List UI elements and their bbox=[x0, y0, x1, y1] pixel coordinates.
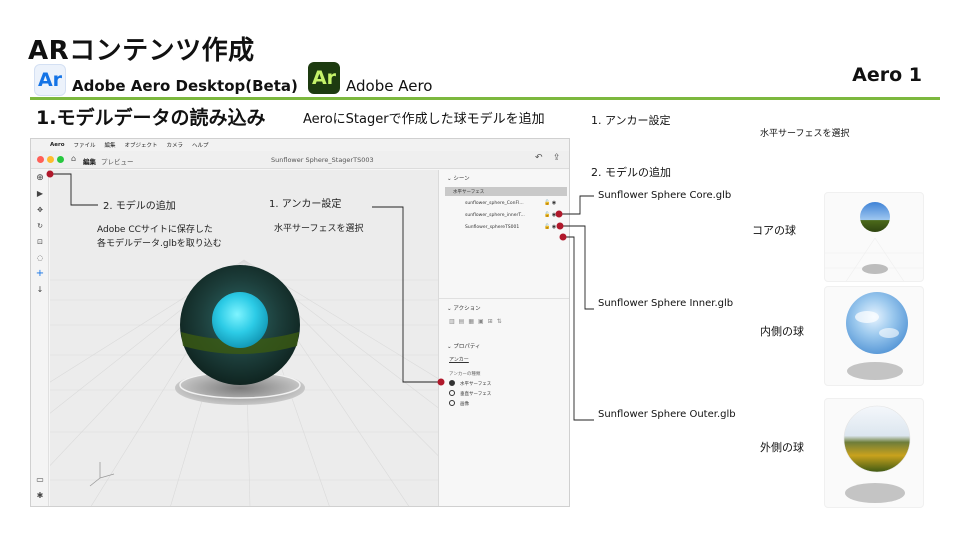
scene-header[interactable]: ⌄ シーン bbox=[447, 176, 470, 182]
scale-tool-icon[interactable]: ⊡ bbox=[37, 238, 43, 246]
layer-row-outer[interactable]: Sunflower_sphereTS001 🔓 ◉ bbox=[445, 223, 567, 232]
leader-inner bbox=[560, 225, 594, 310]
annotation-horizontal-surface: 水平サーフェスを選択 bbox=[274, 224, 364, 234]
home-icon[interactable]: ⌂ bbox=[71, 154, 77, 163]
model-label-inner: 内側の球 bbox=[760, 325, 804, 338]
add-content-icon[interactable]: ⊕ bbox=[36, 173, 44, 183]
orbit-tool-icon[interactable]: ◌ bbox=[36, 254, 44, 262]
slide-badge: Aero 1 bbox=[852, 64, 922, 86]
annotation-anchor-setting: 1. アンカー設定 bbox=[269, 199, 342, 210]
marker-inner bbox=[556, 222, 564, 230]
leader-core bbox=[559, 195, 594, 215]
section-note: AeroにStagerで作成した球モデルを追加 bbox=[303, 112, 545, 127]
zoom-window-button[interactable] bbox=[57, 156, 64, 163]
model-file-core: Sunflower Sphere Core.glb bbox=[598, 190, 732, 201]
slide-title: ARコンテンツ作成 bbox=[28, 36, 255, 66]
property-header[interactable]: ⌄ プロパティ bbox=[447, 344, 481, 350]
viewport-scene bbox=[50, 259, 438, 506]
leader-outer bbox=[563, 236, 594, 421]
annotation-add-model: 2. モデルの追加 bbox=[103, 201, 176, 212]
lock-eye-icons[interactable]: 🔓 ◉ bbox=[544, 200, 557, 206]
annotation-cc-note: Adobe CCサイトに保存した 各モデルデータ.glbを取り込む bbox=[97, 223, 222, 251]
model-file-outer: Sunflower Sphere Outer.glb bbox=[598, 409, 736, 420]
header-divider bbox=[30, 97, 940, 100]
close-window-button[interactable] bbox=[37, 156, 44, 163]
preview-outer-sphere bbox=[824, 398, 924, 508]
anchor-layer-label: 水平サーフェス bbox=[453, 190, 485, 195]
section-heading: 1.モデルデータの読み込み bbox=[36, 107, 266, 129]
mac-menubar: Aero ファイル 編集 オブジェクト カメラ ヘルプ bbox=[31, 139, 569, 151]
right-panel: ⌄ シーン 水平サーフェス sunflower_sphere_ConFl... … bbox=[438, 170, 569, 506]
anchor-layer-row[interactable]: 水平サーフェス bbox=[445, 187, 567, 196]
inner-sphere bbox=[212, 292, 268, 348]
lock-eye-icons[interactable]: 🔓 ◉ bbox=[544, 212, 557, 218]
aero-beta-app-name: Adobe Aero Desktop(Beta) bbox=[72, 77, 298, 95]
layer-name-outer: Sunflower_sphereTS001 bbox=[465, 225, 520, 230]
layer-row-inner[interactable]: sunflower_sphere_innerT... 🔓 ◉ bbox=[445, 211, 567, 220]
property-anchor-tab[interactable]: アンカー bbox=[449, 357, 469, 363]
move-tool-icon[interactable]: ✥ bbox=[37, 206, 43, 214]
anchor-option-label: 画像 bbox=[460, 402, 469, 407]
undo-icon[interactable]: ↶ bbox=[535, 153, 543, 163]
layer-name-inner: sunflower_sphere_innerT... bbox=[465, 213, 525, 218]
core-sphere-image bbox=[825, 202, 923, 281]
inner-sphere-image bbox=[846, 292, 908, 380]
anchor-type-label: アンカーの種類 bbox=[449, 372, 481, 377]
document-title: Sunflower Sphere_StagerTS003 bbox=[271, 156, 374, 164]
tab-edit[interactable]: 編集 bbox=[83, 158, 96, 166]
walk-icon[interactable]: ✱ bbox=[36, 491, 44, 500]
tab-preview[interactable]: プレビュー bbox=[101, 158, 134, 166]
menu-file[interactable]: ファイル bbox=[73, 143, 96, 149]
share-icon[interactable]: ⇪ bbox=[553, 153, 561, 163]
aero-app-icon: Ar bbox=[308, 62, 340, 94]
window-titlebar: ⌂ 編集 プレビュー Sunflower Sphere_StagerTS003 … bbox=[31, 151, 569, 169]
side-step-anchor-detail: 水平サーフェスを選択 bbox=[760, 129, 850, 139]
anchor-option-label: 水平サーフェス bbox=[460, 382, 492, 387]
cc-note-line2: 各モデルデータ.glbを取り込む bbox=[97, 239, 222, 249]
model-file-inner: Sunflower Sphere Inner.glb bbox=[598, 298, 734, 309]
leader-add-model bbox=[50, 173, 98, 206]
3d-viewport[interactable] bbox=[50, 170, 438, 506]
layer-name-core: sunflower_sphere_ConFl... bbox=[465, 201, 524, 206]
model-label-core: コアの球 bbox=[752, 224, 796, 237]
left-toolbar: ⊕ ▶ ✥ ↻ ⊡ ◌ + ↓ ▭ ✱ bbox=[31, 170, 49, 506]
menu-help[interactable]: ヘルプ bbox=[192, 143, 209, 149]
radio-vertical[interactable] bbox=[449, 390, 455, 396]
marker-core bbox=[555, 210, 563, 218]
aero-app-name: Adobe Aero bbox=[346, 77, 433, 95]
minimize-window-button[interactable] bbox=[47, 156, 54, 163]
library-icon[interactable]: ▭ bbox=[36, 475, 44, 484]
side-step-add-model: 2. モデルの追加 bbox=[591, 166, 671, 179]
layer-row-core[interactable]: sunflower_sphere_ConFl... 🔓 ◉ bbox=[445, 199, 567, 208]
action-header[interactable]: ⌄ アクション bbox=[447, 306, 481, 312]
menu-object[interactable]: オブジェクト bbox=[124, 143, 158, 149]
menu-aero[interactable]: Aero bbox=[50, 142, 65, 148]
outer-sphere-image bbox=[843, 405, 911, 503]
cc-note-line1: Adobe CCサイトに保存した bbox=[97, 225, 213, 235]
action-tool-icons[interactable]: ▥▤▦▣⊞⇅ bbox=[449, 318, 506, 325]
marker-add-model bbox=[46, 170, 54, 178]
preview-core-sphere bbox=[824, 192, 924, 282]
side-step-anchor: 1. アンカー設定 bbox=[591, 114, 671, 127]
lock-eye-icons[interactable]: 🔓 ◉ bbox=[544, 224, 557, 230]
select-tool-icon[interactable]: ▶ bbox=[36, 189, 44, 198]
radio-image[interactable] bbox=[449, 400, 455, 406]
model-label-outer: 外側の球 bbox=[760, 441, 804, 454]
add-icon[interactable]: + bbox=[35, 268, 45, 279]
import-icon[interactable]: ↓ bbox=[36, 285, 44, 294]
leader-anchor bbox=[372, 206, 441, 383]
menu-camera[interactable]: カメラ bbox=[166, 143, 184, 149]
aero-beta-app-icon: Ar bbox=[34, 64, 66, 96]
menu-edit[interactable]: 編集 bbox=[104, 143, 116, 149]
panel-divider bbox=[439, 298, 569, 299]
anchor-option-label: 垂直サーフェス bbox=[460, 392, 492, 397]
marker-outer bbox=[559, 233, 567, 241]
marker-anchor bbox=[437, 378, 445, 386]
preview-inner-sphere bbox=[824, 286, 924, 386]
rotate-tool-icon[interactable]: ↻ bbox=[37, 222, 43, 230]
axis-gizmo bbox=[89, 462, 115, 487]
aero-app-window: Aero ファイル 編集 オブジェクト カメラ ヘルプ ⌂ 編集 プレビュー S… bbox=[30, 138, 570, 507]
radio-horizontal[interactable] bbox=[449, 380, 455, 386]
